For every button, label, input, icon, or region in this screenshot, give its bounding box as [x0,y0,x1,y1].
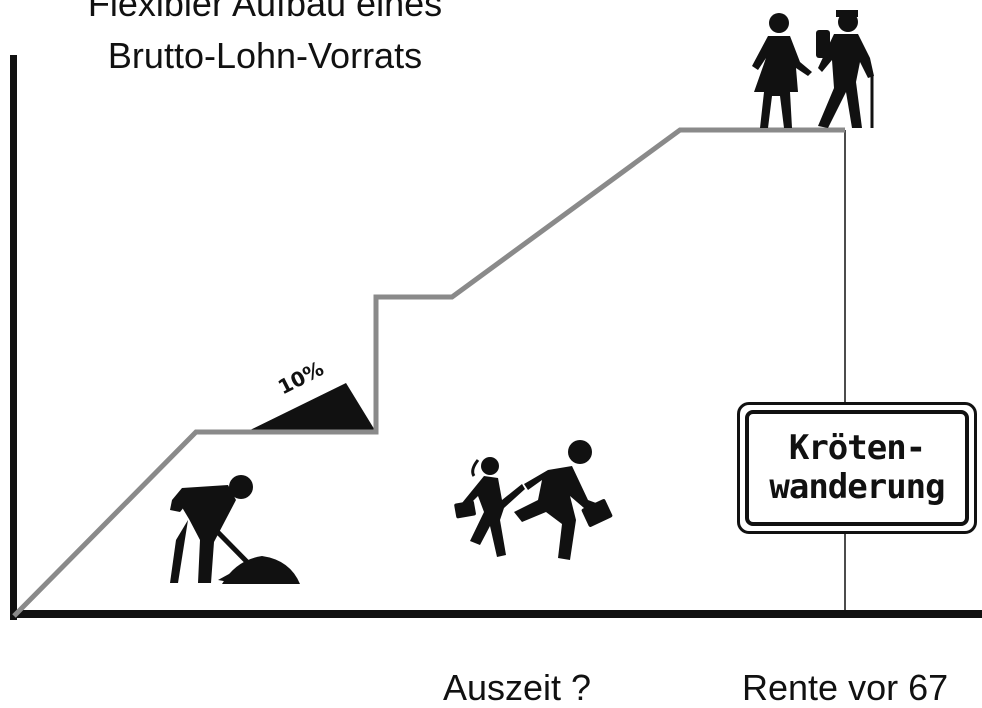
elderly-hikers-icon [752,10,874,128]
x-axis [10,610,982,618]
sign-text-line-1: Kröten- [788,427,926,468]
brutto-lohn-curve [12,127,845,618]
y-axis [10,55,17,620]
x-label-rente: Rente vor 67 [742,667,949,708]
road-sign-icon: Kröten- wanderung [737,402,977,534]
diagram-title-line-1: Flexibler Aufbau eines [87,0,443,24]
road-sign-frame: Kröten- wanderung [745,410,969,526]
ramp-wedge [246,383,376,432]
children-running-icon [454,440,613,560]
digging-worker-icon [170,475,300,584]
x-label-auszeit: Auszeit ? [443,667,592,708]
diagram-title-line-2: Brutto-Lohn-Vorrats [107,35,423,76]
sign-text-line-2: wanderung [769,467,945,507]
